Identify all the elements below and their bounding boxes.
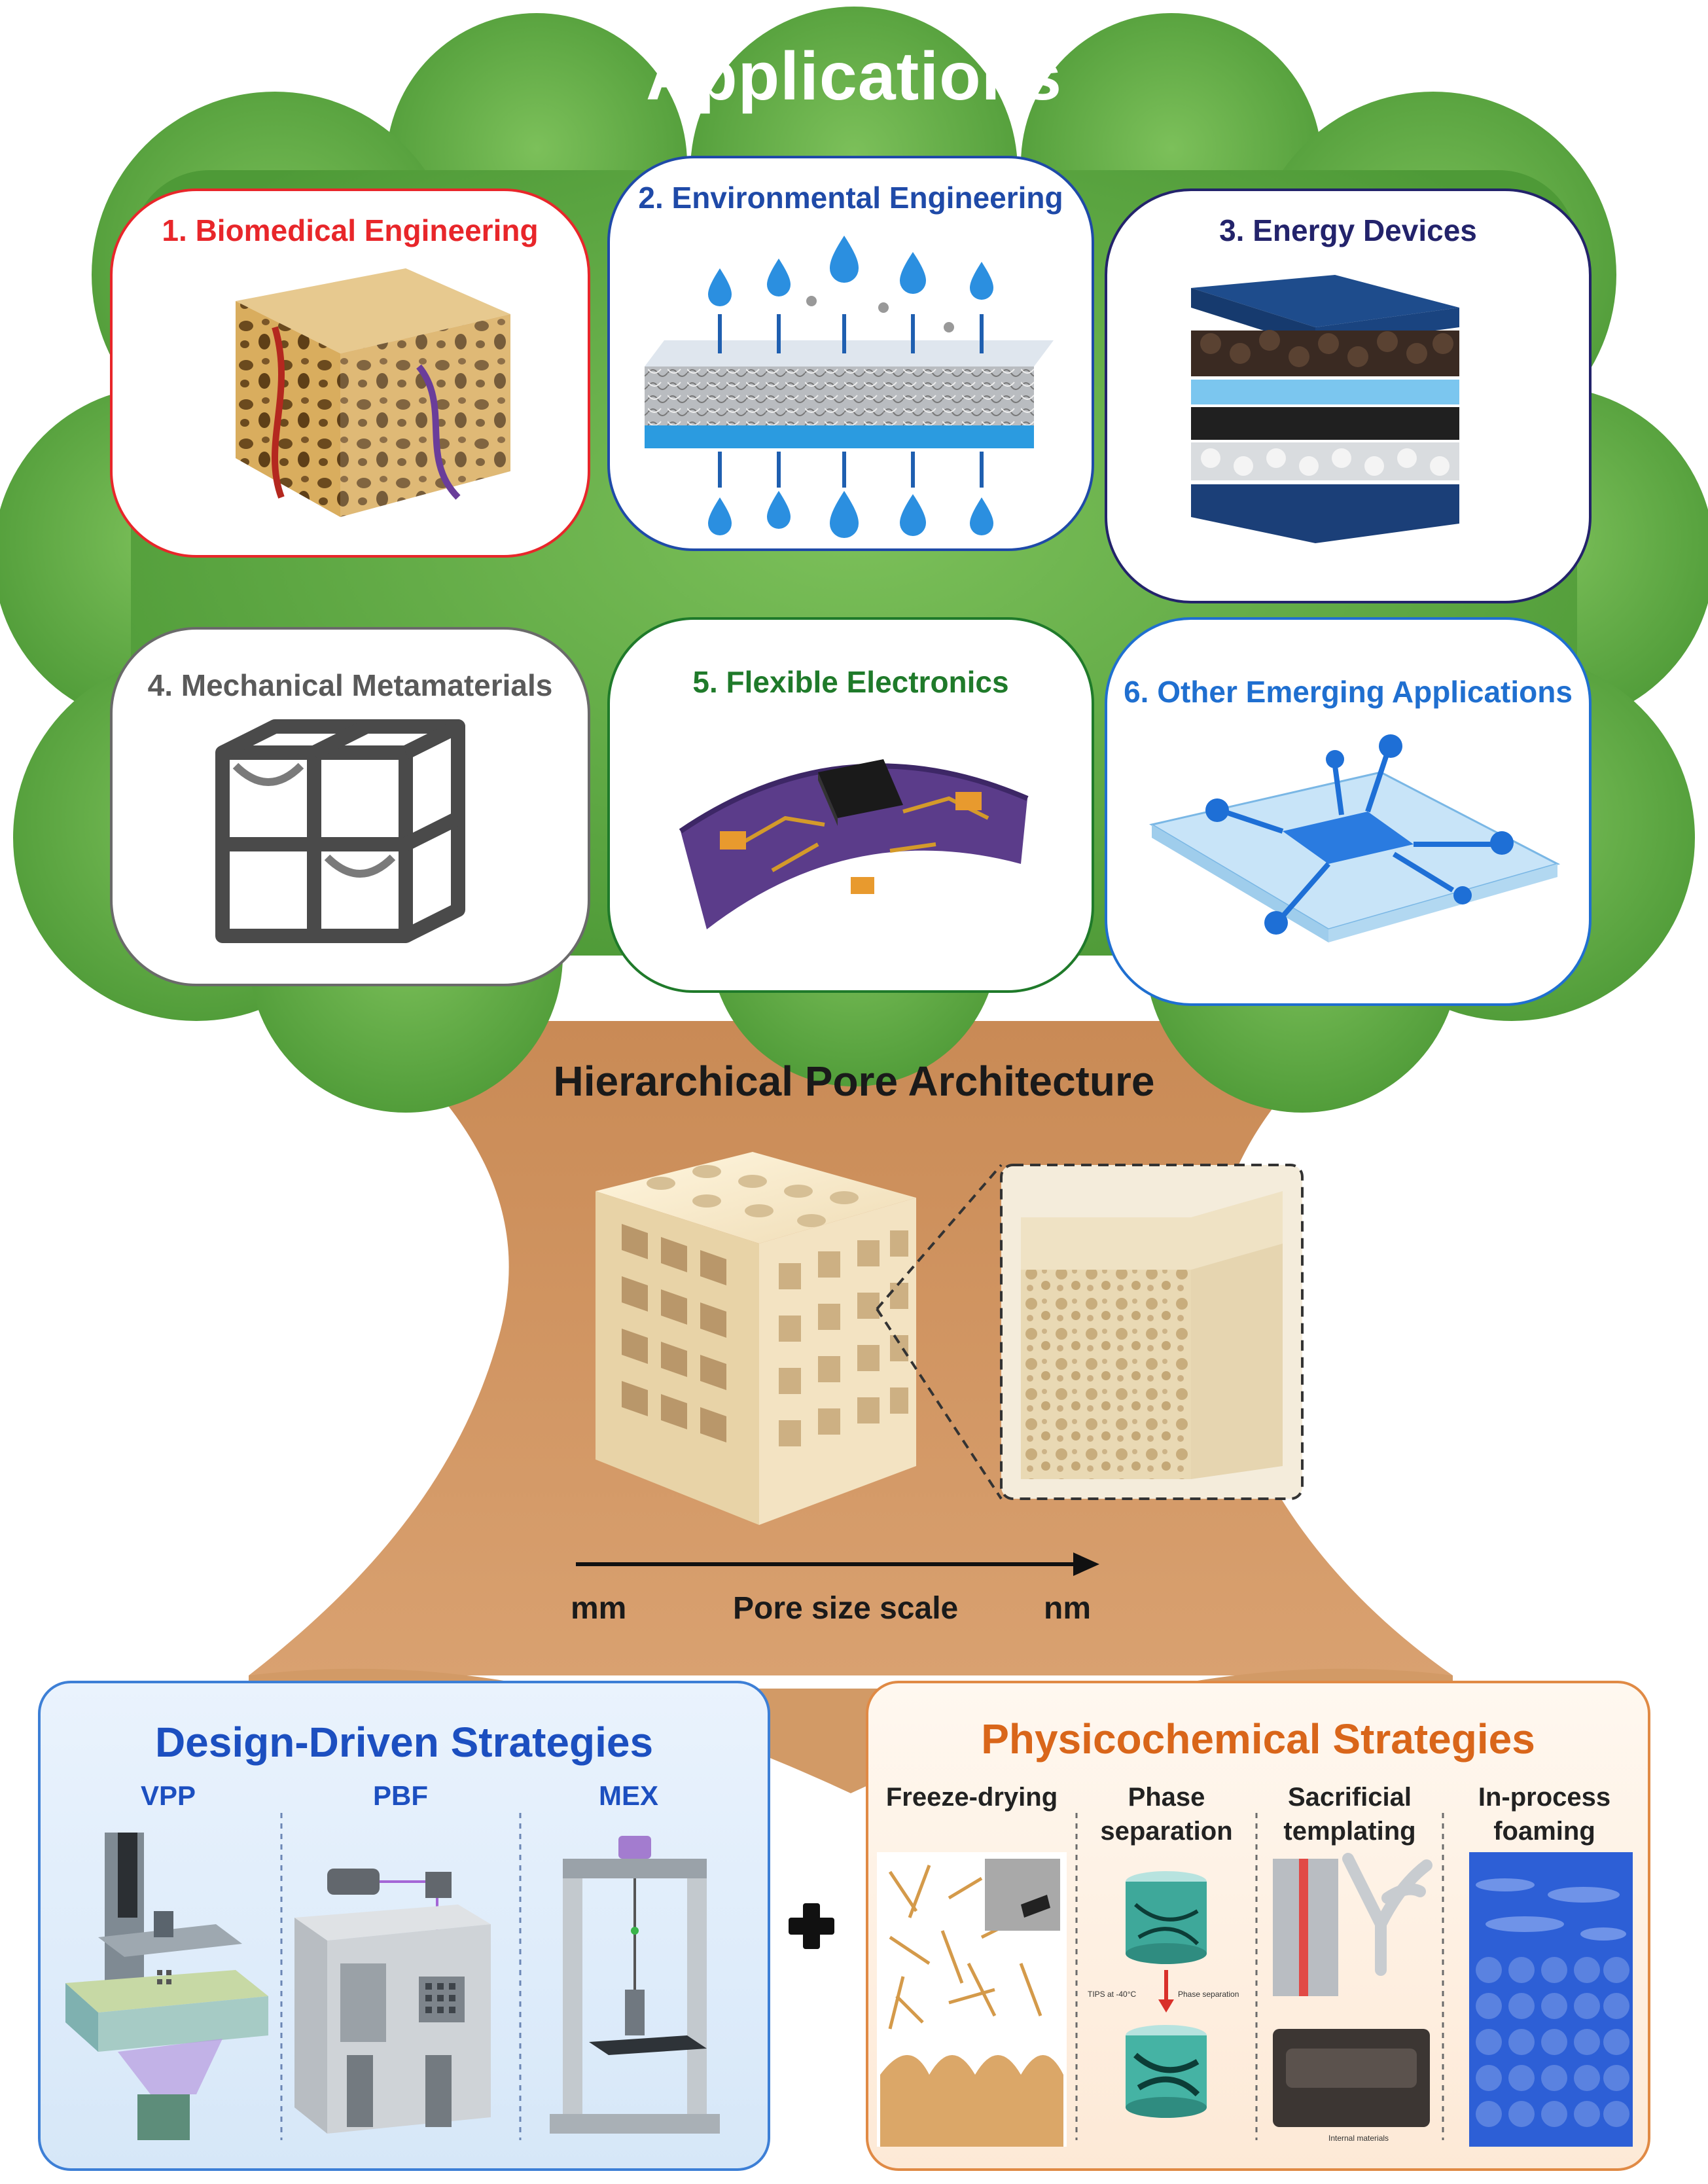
- method-pbf: PBF: [373, 1780, 428, 1811]
- phase-separation-icon: [1126, 1871, 1207, 2118]
- lattice-metamaterial-icon: [215, 719, 465, 943]
- app-panel-energy: [1105, 188, 1592, 603]
- physicochemical-strategies-title: Physicochemical Strategies: [981, 1715, 1535, 1763]
- internal-materials-label: Internal materials: [1328, 2134, 1389, 2143]
- pore-size-scale-arrow: [576, 1552, 1099, 1576]
- macro-porous-cube-icon: [596, 1152, 916, 1525]
- app-panel-biomedical: [110, 188, 590, 558]
- mex-printer-icon: [550, 1836, 720, 2134]
- scale-end-label: nm: [1044, 1591, 1091, 1626]
- design-driven-panel: [38, 1681, 770, 2171]
- phase-separation-label: Phase separation: [1178, 1990, 1239, 1999]
- app-title-environmental: 2. Environmental Engineering: [638, 181, 1063, 215]
- app-panel-environmental: [607, 156, 1094, 551]
- app-title-emerging: 6. Other Emerging Applications: [1124, 675, 1573, 709]
- method-in-process-foaming: In-process foaming: [1478, 1783, 1611, 1846]
- applications-title: Applications: [645, 39, 1063, 115]
- app-title-energy: 3. Energy Devices: [1219, 213, 1477, 247]
- sacrificial-templating-icon: [1273, 1853, 1432, 2127]
- tips-label: TIPS at -40°C: [1088, 1990, 1137, 1999]
- physicochemical-panel: [866, 1681, 1650, 2171]
- freeze-drying-icon: [877, 1852, 1067, 2147]
- method-phase-separation: Phase separation: [1100, 1783, 1233, 1846]
- zoom-lines: [876, 1164, 1003, 1500]
- app-panel-flexible: [607, 617, 1094, 993]
- tree-trunk-base: [249, 1668, 1453, 1793]
- method-freeze-drying: Freeze-drying: [885, 1783, 1058, 1812]
- design-strategies-title: Design-Driven Strategies: [154, 1719, 654, 1766]
- app-panel-emerging: [1105, 617, 1592, 1006]
- scale-start-label: mm: [571, 1591, 627, 1626]
- app-title-mechanical: 4. Mechanical Metamaterials: [147, 668, 553, 702]
- plus-icon: [789, 1903, 834, 1949]
- method-vpp: VPP: [141, 1780, 196, 1811]
- battery-layers-icon: [1191, 275, 1459, 543]
- scale-mid-label: Pore size scale: [733, 1591, 959, 1626]
- membrane-filtration-icon: [645, 236, 1054, 538]
- microfluidic-chip-icon: [1149, 734, 1561, 942]
- in-process-foaming-icon: [1469, 1852, 1633, 2147]
- micro-porous-inset: [1000, 1164, 1304, 1500]
- app-panel-mechanical: [110, 627, 590, 986]
- bone-scaffold-icon: [236, 268, 510, 517]
- flexible-circuit-icon: [679, 759, 1029, 929]
- method-sacrificial-templating: Sacrificial templating: [1283, 1783, 1416, 1846]
- app-title-flexible: 5. Flexible Electronics: [692, 665, 1009, 699]
- pore-architecture-title: Hierarchical Pore Architecture: [553, 1058, 1155, 1105]
- vpp-printer-icon: [65, 1833, 268, 2140]
- pbf-printer-icon: [294, 1869, 491, 2134]
- app-title-biomedical: 1. Biomedical Engineering: [162, 213, 539, 247]
- method-mex: MEX: [599, 1780, 659, 1811]
